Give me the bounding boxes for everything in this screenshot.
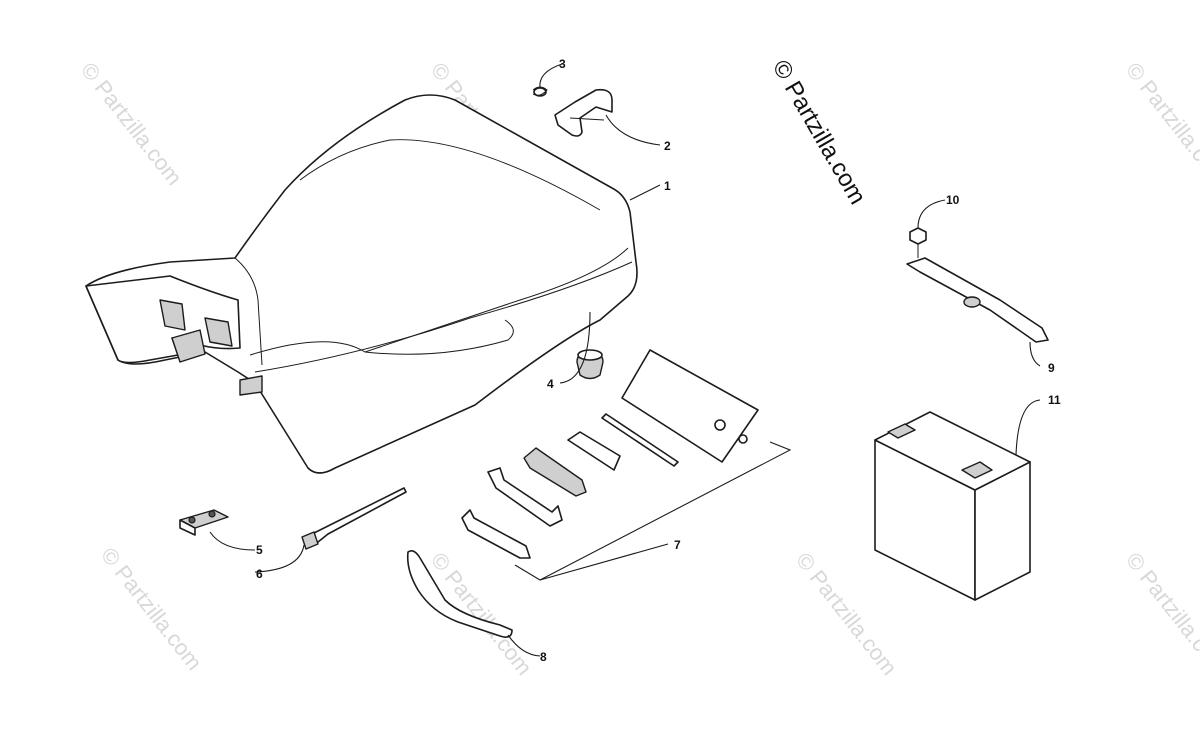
callout-5: 5 (256, 543, 263, 557)
spring-icon (532, 86, 548, 97)
brand-watermark: © Partzilla.com (767, 56, 871, 210)
callout-3: 3 (559, 57, 566, 71)
cable-tie-icon (301, 487, 407, 550)
watermark: © Partzilla.com (76, 58, 187, 190)
callout-10: 10 (946, 193, 960, 207)
battery-icon (874, 411, 1031, 601)
watermark: © Partzilla.com (1121, 548, 1200, 680)
callout-11: 11 (1048, 393, 1061, 407)
callout-6: 6 (256, 567, 263, 581)
bolt-icon (909, 227, 927, 258)
seat-icon (85, 94, 638, 474)
spanner-wrench-icon (406, 550, 513, 638)
callout-8: 8 (540, 650, 547, 664)
watermark: © Partzilla.com (791, 548, 902, 680)
callout-2: 2 (664, 139, 671, 153)
watermark: © Partzilla.com (96, 543, 207, 675)
rubber-bumper-icon (576, 349, 604, 380)
seat-latch-clip-icon (554, 88, 613, 137)
battery-strap-icon (906, 257, 1049, 343)
watermark: © Partzilla.com (1121, 58, 1200, 190)
callout-4: 4 (547, 377, 554, 391)
wire-clamp-icon (179, 509, 229, 536)
callout-9: 9 (1048, 361, 1055, 375)
callout-labels: 1 2 3 4 5 6 7 8 9 10 11 (256, 57, 1061, 664)
callout-1: 1 (664, 179, 671, 193)
leader-lines (209, 63, 1041, 657)
tool-kit-icon (461, 349, 759, 559)
callout-7: 7 (674, 538, 681, 552)
